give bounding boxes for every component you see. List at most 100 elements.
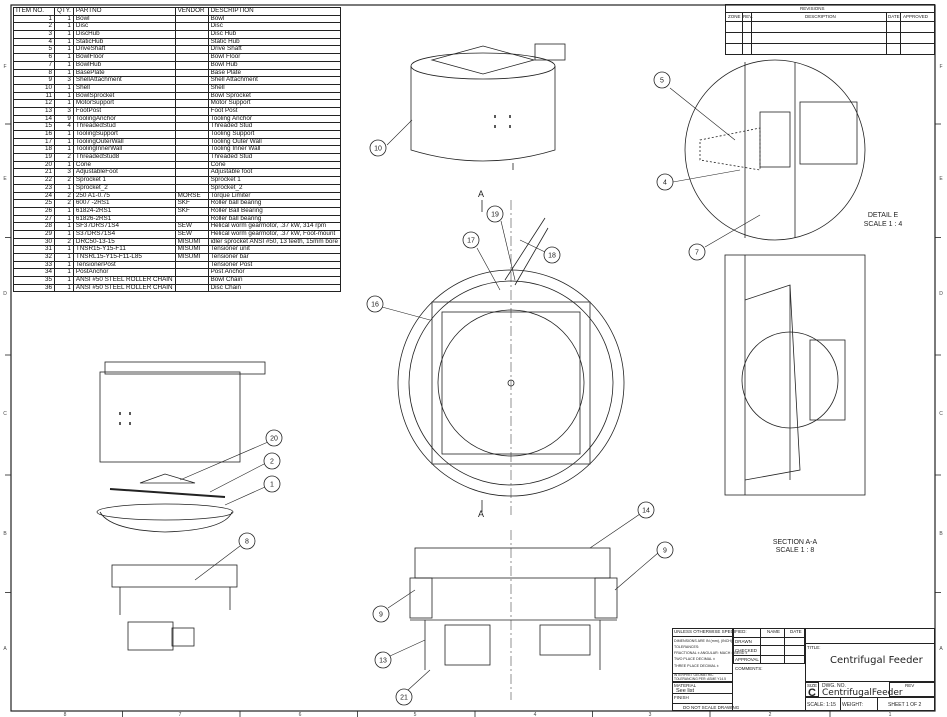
bom-cell-vendor: SKF xyxy=(174,206,209,216)
callout-number: 4 xyxy=(663,180,667,187)
callout-balloon-9: 9 xyxy=(656,541,674,559)
section-title: SECTION A-A xyxy=(773,539,818,546)
bom-cell-partno: 61824-2RS1 xyxy=(72,206,176,216)
rev-col-rev: REV. xyxy=(743,14,754,19)
bom-cell-vendor xyxy=(174,14,209,24)
zone-col-label: 8 xyxy=(64,712,67,717)
bom-cell-vendor xyxy=(174,76,209,85)
bom-cell-vendor xyxy=(174,68,209,78)
detail-scale: SCALE 1 : 4 xyxy=(864,221,903,228)
bom-cell-partno: Sprocket_2 xyxy=(72,183,176,193)
bom-cell-description: Bowl Hub xyxy=(207,60,342,70)
callout-number: 5 xyxy=(660,78,664,85)
bom-cell-vendor xyxy=(174,276,209,285)
callout-number: 16 xyxy=(371,302,379,309)
callout-balloon-5: 5 xyxy=(653,71,671,89)
zone-row-label: B xyxy=(939,531,943,537)
bom-cell-item-no: 23 xyxy=(13,183,55,193)
callout-number: 18 xyxy=(548,253,556,260)
scale-value: SCALE: 1:15 xyxy=(807,702,836,708)
bom-cell-partno: FootPost xyxy=(72,106,176,116)
callout-number: 19 xyxy=(491,212,499,219)
callout-number: 13 xyxy=(379,658,387,665)
callout-balloon-18: 18 xyxy=(543,246,561,264)
bom-cell-qty: 1 xyxy=(54,229,74,239)
material-value: See list xyxy=(676,688,695,694)
bom-cell-partno: BowlHub xyxy=(72,60,176,70)
callout-balloon-17: 17 xyxy=(462,231,480,249)
bom-cell-partno: Shell xyxy=(72,83,176,93)
bill-of-materials-table: ITEM NO. QTY. PARTNO VENDOR DESCRIPTION … xyxy=(13,7,342,293)
zone-col-label: 2 xyxy=(769,712,772,717)
bom-cell-description: Disc Chain xyxy=(207,283,342,293)
bom-cell-qty: 1 xyxy=(54,83,74,93)
bom-cell-vendor xyxy=(174,122,209,131)
size-value: C xyxy=(808,687,816,699)
tolerance-note: TOLERANCES: xyxy=(674,645,700,649)
bom-cell-qty: 1 xyxy=(54,283,74,293)
zone-row-label: F xyxy=(3,64,6,70)
detail-e-view xyxy=(684,59,866,241)
bom-cell-vendor xyxy=(174,114,209,124)
bom-cell-qty: 3 xyxy=(54,106,74,116)
bom-cell-item-no: 29 xyxy=(13,229,55,239)
bom-cell-description: Roller Ball Bearing xyxy=(207,206,342,216)
interpret-note: INTERPRET GEOMETRIC TOLERANCING PER: ASM… xyxy=(674,673,726,681)
zone-row-label: D xyxy=(939,291,943,297)
bom-cell-item-no: 26 xyxy=(13,206,55,216)
dwg-no-value: CentrifugalFeeder xyxy=(822,688,903,698)
callout-balloon-19: 19 xyxy=(486,205,504,223)
date-header: DATE xyxy=(790,629,802,634)
callout-balloon-10: 10 xyxy=(369,139,387,157)
bom-cell-item-no: 7 xyxy=(13,60,55,70)
section-mark-bottom: A xyxy=(478,509,484,519)
callout-number: 2 xyxy=(270,459,274,466)
zone-col-label: 7 xyxy=(179,712,182,717)
bom-cell-vendor xyxy=(174,53,209,62)
bom-cell-vendor xyxy=(174,22,209,32)
front-view xyxy=(409,530,618,700)
zone-row-label: C xyxy=(939,411,943,417)
finish-label: FINISH xyxy=(674,695,689,700)
callout-balloon-13: 13 xyxy=(374,651,392,669)
tolerance-note: DIMENSIONS ARE IN (mm), (INCH) xyxy=(674,639,733,643)
bom-cell-vendor xyxy=(174,137,209,147)
callout-balloon-16: 16 xyxy=(366,295,384,313)
tolerance-note: THREE PLACE DECIMAL ± xyxy=(674,664,719,668)
callout-number: 9 xyxy=(663,548,667,555)
zone-row-label: C xyxy=(3,411,7,417)
bom-cell-vendor xyxy=(174,268,209,278)
callout-balloon-1: 1 xyxy=(263,475,281,493)
callout-balloon-20: 20 xyxy=(265,429,283,447)
bom-cell-description: Shell xyxy=(207,83,342,93)
bom-cell-vendor xyxy=(174,176,209,185)
bom-cell-description: Threaded Stud xyxy=(207,153,342,162)
bom-cell-partno: ANSI #50 STEEL ROLLER CHAIN xyxy=(72,283,176,293)
drawing-title: Centrifugal Feeder xyxy=(830,655,923,666)
zone-row-label: E xyxy=(3,176,7,182)
callout-number: 17 xyxy=(467,238,475,245)
weight-label: WEIGHT: xyxy=(842,702,863,708)
callout-balloon-9: 9 xyxy=(372,605,390,623)
zone-col-label: 4 xyxy=(534,712,537,717)
exploded-view xyxy=(96,361,266,651)
